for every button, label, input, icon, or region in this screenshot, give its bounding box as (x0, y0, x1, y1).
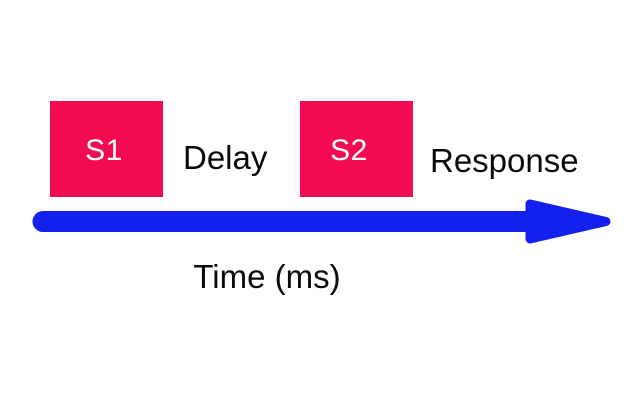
time-axis-label: Time (ms) (193, 258, 340, 295)
response-label: Response (430, 142, 579, 179)
stimulus-s1-label: S1 (85, 134, 123, 167)
time-arrowhead-icon (525, 199, 611, 244)
stimulus-s1-box (50, 101, 163, 197)
stimulus-s2-label: S2 (330, 134, 368, 167)
delay-label: Delay (183, 139, 268, 176)
stimulus-s2-box (300, 101, 413, 197)
